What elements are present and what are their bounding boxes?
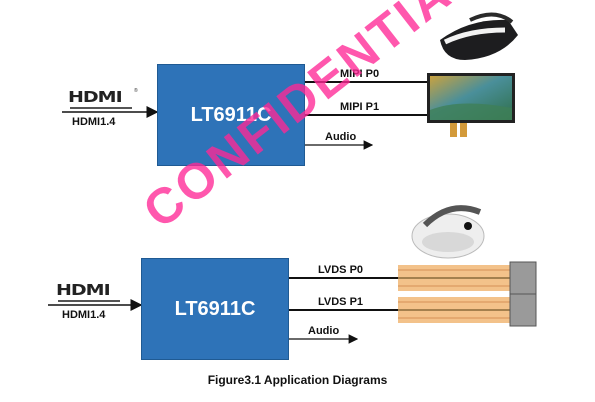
vr-headset-icon bbox=[440, 12, 518, 60]
bottom-hdmi-logo: HDMI bbox=[56, 281, 111, 299]
bottom-output-lvds-p1: LVDS P1 bbox=[318, 296, 364, 308]
top-hdmi-logo-underline bbox=[70, 107, 132, 109]
vr-headset-white-icon bbox=[411, 205, 485, 259]
top-output-mipi-p0: MIPI P0 bbox=[340, 68, 380, 80]
bottom-output-audio: Audio bbox=[308, 325, 340, 337]
bottom-chip: LT6911C bbox=[141, 258, 289, 360]
bottom-chip-label: LT6911C bbox=[174, 297, 256, 320]
top-chip: LT6911C bbox=[157, 64, 305, 166]
top-hdmi-input-label: HDMI1.4 bbox=[72, 116, 116, 128]
top-chip-label: LT6911C bbox=[190, 103, 272, 126]
lvds-flex-cable-icon bbox=[398, 261, 537, 327]
bottom-hdmi-input-label: HDMI1.4 bbox=[62, 309, 106, 321]
top-hdmi-trademark-icon: ® bbox=[134, 88, 138, 94]
top-output-audio: Audio bbox=[325, 131, 357, 143]
top-output-mipi-p1: MIPI P1 bbox=[340, 101, 380, 113]
figure-caption: Figure3.1 Application Diagrams bbox=[207, 373, 388, 387]
bottom-hdmi-logo-underline bbox=[58, 300, 120, 302]
mipi-display-panel-icon bbox=[427, 73, 515, 137]
bottom-output-lvds-p0: LVDS P0 bbox=[318, 264, 364, 276]
top-hdmi-logo: HDMI bbox=[68, 88, 123, 106]
